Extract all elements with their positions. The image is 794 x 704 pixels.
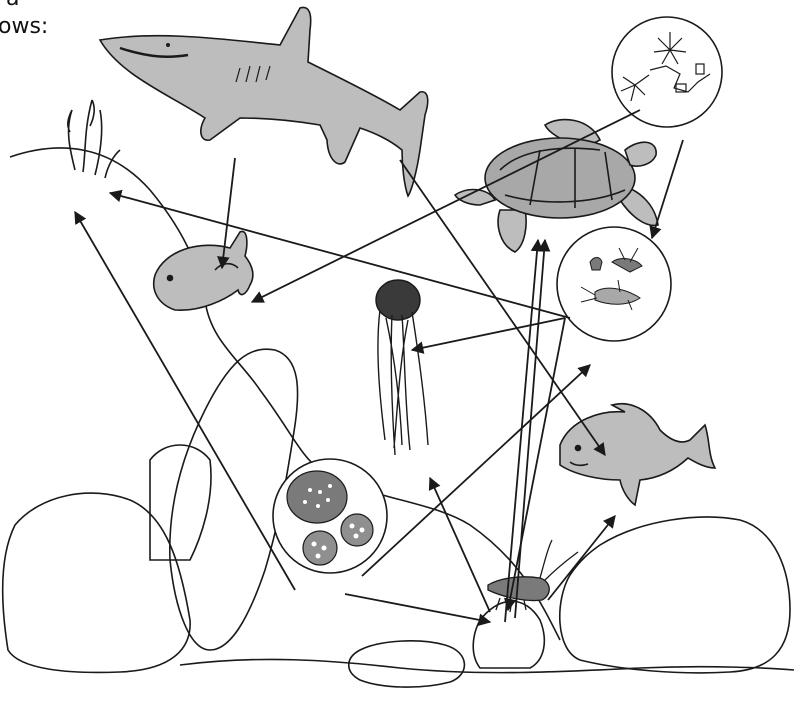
arrow-zoo-to-seacucumber [412,318,565,350]
arrow-shrimp-to-turtle-2 [515,240,545,618]
arrow-shrimp-to-triggerfish [548,516,615,600]
arrow-shrimp-to-seacucumber [430,478,490,612]
arrow-coral-to-shrimp [345,594,490,622]
zooplankton-icon [557,227,671,341]
shark-icon [100,7,428,196]
sea-floor [180,659,794,672]
rock-left [3,493,190,672]
reef-ridge-outline [10,148,560,640]
fish-icon [154,231,253,310]
seaweed-icon [68,100,120,178]
arrow-zoo-to-shrimp [508,318,565,610]
rock-left-back [150,445,211,560]
coral-polyp-icon [273,459,387,573]
phytoplankton-icon [612,17,722,127]
arrow-coral-to-fish [362,365,590,576]
sea-cucumber-icon [376,280,428,455]
rock-small-center [473,601,544,668]
rock-right [560,517,790,673]
triggerfish-icon [560,404,715,505]
arrow-shrimp-to-turtle [505,240,538,622]
